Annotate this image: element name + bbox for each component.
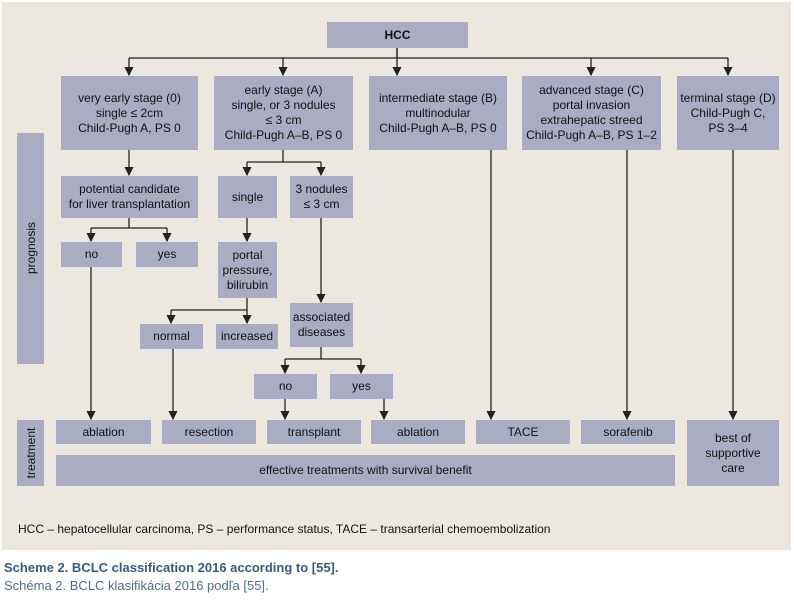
- no-box-1: no: [61, 242, 122, 267]
- caption-english: Scheme 2. BCLC classification 2016 accor…: [4, 560, 339, 575]
- treatment-sorafenib: sorafenib: [581, 420, 675, 444]
- stage-terminal-box: terminal stage (D) Child-Pugh C, PS 3–4: [677, 76, 779, 150]
- caption-slovak: Schéma 2. BCLC klasifikácia 2016 podľa […: [4, 578, 269, 593]
- prognosis-bar: [17, 133, 44, 364]
- stage-early-box: early stage (A) single, or 3 nodules ≤ 3…: [214, 76, 353, 150]
- yes-box-2: yes: [330, 374, 393, 399]
- treatment-bar: [17, 420, 44, 486]
- treatment-ablation-1: ablation: [56, 420, 151, 444]
- associated-diseases-box: associated diseases: [290, 303, 353, 347]
- candidate-box: potential candidate for liver transplant…: [61, 176, 198, 218]
- treatment-best-supportive-care: best of supportive care: [687, 420, 779, 486]
- abbreviation-legend: HCC – hepatocellular carcinoma, PS – per…: [18, 522, 551, 536]
- stage-advanced-box: advanced stage (C) portal invasion extra…: [522, 76, 661, 150]
- increased-box: increased: [216, 324, 278, 349]
- hcc-root-box: HCC: [327, 22, 468, 48]
- treatment-ablation-2: ablation: [371, 420, 465, 444]
- stage-intermediate-box: intermediate stage (B) multinodular Chil…: [369, 76, 507, 150]
- three-nodules-box: 3 nodules ≤ 3 cm: [290, 176, 353, 218]
- stage-very-early-box: very early stage (0) single ≤ 2cm Child-…: [61, 76, 198, 150]
- yes-box-1: yes: [136, 242, 198, 267]
- portal-pressure-box: portal pressure, bilirubin: [218, 242, 277, 298]
- treatment-resection: resection: [162, 420, 256, 444]
- treatment-tace: TACE: [476, 420, 570, 444]
- effective-treatments-bar: effective treatments with survival benef…: [56, 455, 675, 486]
- no-box-2: no: [254, 374, 317, 399]
- single-box: single: [218, 176, 277, 218]
- treatment-transplant: transplant: [267, 420, 361, 444]
- normal-box: normal: [140, 324, 203, 349]
